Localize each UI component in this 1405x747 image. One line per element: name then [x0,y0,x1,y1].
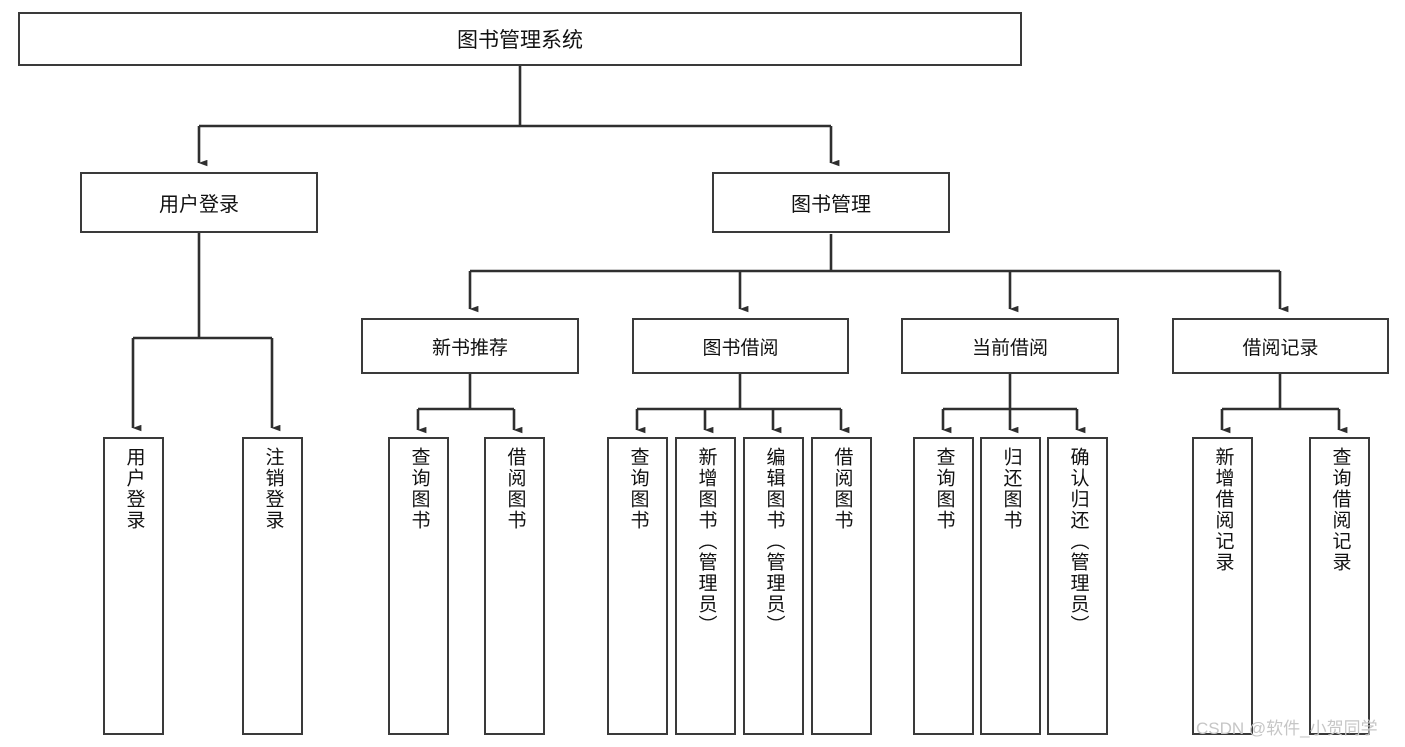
node-label: 图书管理系统 [457,29,583,52]
node-borrow-record[interactable]: 借阅记录 [1172,318,1389,374]
leaf-book-borrow-query-book[interactable]: 查询图书 [607,437,668,735]
node-label: 当前借阅 [971,337,1048,359]
node-label: 新书推荐 [431,337,508,359]
leaf-book-borrow-borrow-book[interactable]: 借阅图书 [811,437,872,735]
node-label: 查询图书 [408,447,430,531]
leaf-borrow-record-add-record[interactable]: 新增借阅记录 [1192,437,1253,735]
node-label: 用户登录 [123,447,145,531]
node-book-borrow[interactable]: 图书借阅 [632,318,849,374]
node-label: 确认归还（管理员） [1067,447,1089,636]
node-new-book-recommend[interactable]: 新书推荐 [361,318,579,374]
node-current-borrow[interactable]: 当前借阅 [901,318,1119,374]
node-label: 借阅记录 [1242,337,1319,359]
leaf-book-borrow-add-book-admin[interactable]: 新增图书（管理员） [675,437,736,735]
node-user-login[interactable]: 用户登录 [80,172,318,233]
watermark-text: CSDN @软件_小贺同学 [1196,719,1378,738]
leaf-borrow-record-query-record[interactable]: 查询借阅记录 [1309,437,1370,735]
node-label: 用户登录 [159,194,239,216]
leaf-new-book-query-book[interactable]: 查询图书 [388,437,449,735]
node-label: 图书管理 [791,194,871,216]
node-book-management[interactable]: 图书管理 [712,172,950,233]
leaf-current-borrow-query-book[interactable]: 查询图书 [913,437,974,735]
node-book-management-system[interactable]: 图书管理系统 [18,12,1022,66]
leaf-user-login-login[interactable]: 用户登录 [103,437,164,735]
node-label: 借阅图书 [831,447,853,531]
node-label: 图书借阅 [702,337,779,359]
node-label: 借阅图书 [504,447,526,531]
node-label: 新增借阅记录 [1212,447,1234,573]
node-label: 归还图书 [1000,447,1022,531]
leaf-current-borrow-confirm-return-admin[interactable]: 确认归还（管理员） [1047,437,1108,735]
node-label: 查询借阅记录 [1329,447,1351,573]
node-label: 编辑图书（管理员） [763,447,785,636]
node-label: 新增图书（管理员） [695,447,717,636]
leaf-user-login-logout[interactable]: 注销登录 [242,437,303,735]
node-label: 注销登录 [262,447,284,531]
leaf-new-book-borrow-book[interactable]: 借阅图书 [484,437,545,735]
leaf-book-borrow-edit-book-admin[interactable]: 编辑图书（管理员） [743,437,804,735]
node-label: 查询图书 [933,447,955,531]
node-label: 查询图书 [627,447,649,531]
leaf-current-borrow-return-book[interactable]: 归还图书 [980,437,1041,735]
